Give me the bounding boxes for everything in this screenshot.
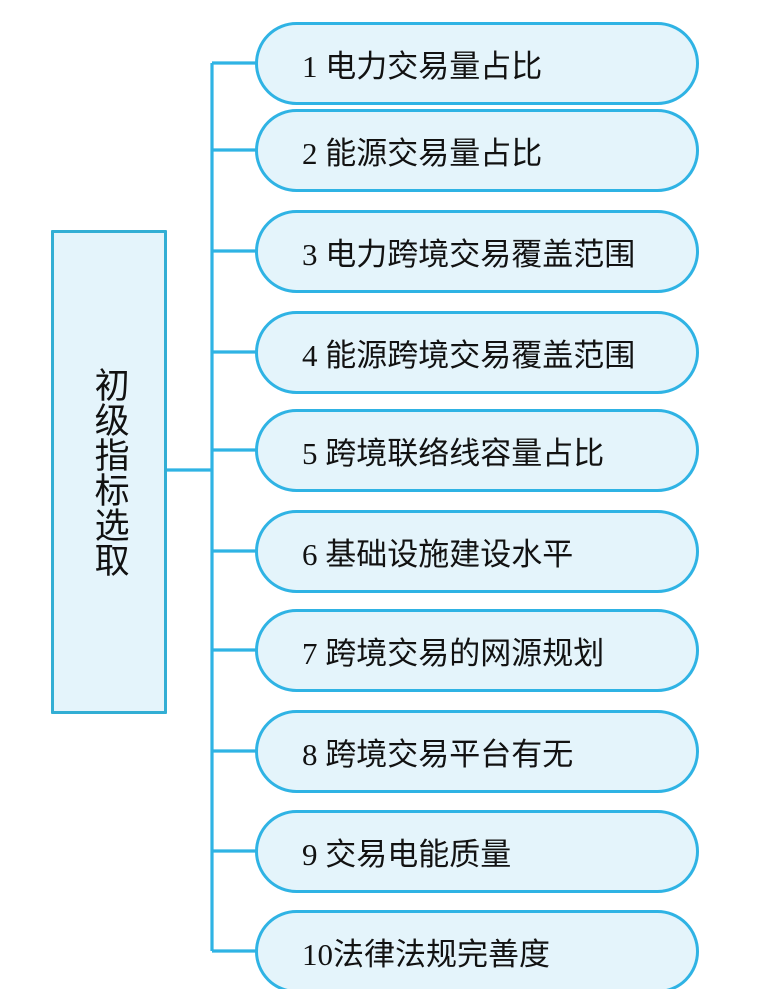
leaf-node-8[interactable]: 8 跨境交易平台有无 [255, 710, 699, 793]
leaf-node-2[interactable]: 2 能源交易量占比 [255, 109, 699, 192]
leaf-node-label-7: 7 跨境交易的网源规划 [302, 636, 605, 671]
leaf-node-10[interactable]: 10法律法规完善度 [255, 910, 699, 989]
leaf-node-5[interactable]: 5 跨境联络线容量占比 [255, 409, 699, 492]
root-node[interactable]: 初级指标选取 [51, 230, 167, 714]
leaf-node-label-2: 2 能源交易量占比 [302, 136, 543, 171]
leaf-node-7[interactable]: 7 跨境交易的网源规划 [255, 609, 699, 692]
leaf-node-label-3: 3 电力跨境交易覆盖范围 [302, 237, 636, 272]
leaf-node-3[interactable]: 3 电力跨境交易覆盖范围 [255, 210, 699, 293]
leaf-node-6[interactable]: 6 基础设施建设水平 [255, 510, 699, 593]
leaf-node-label-5: 5 跨境联络线容量占比 [302, 436, 605, 471]
leaf-node-label-8: 8 跨境交易平台有无 [302, 737, 574, 772]
leaf-node-label-4: 4 能源跨境交易覆盖范围 [302, 338, 636, 373]
leaf-node-label-9: 9 交易电能质量 [302, 837, 512, 872]
leaf-node-label-1: 1 电力交易量占比 [302, 49, 543, 84]
leaf-node-9[interactable]: 9 交易电能质量 [255, 810, 699, 893]
root-node-label: 初级指标选取 [89, 367, 129, 577]
leaf-node-4[interactable]: 4 能源跨境交易覆盖范围 [255, 311, 699, 394]
leaf-node-1[interactable]: 1 电力交易量占比 [255, 22, 699, 105]
leaf-node-label-10: 10法律法规完善度 [302, 937, 550, 972]
leaf-node-label-6: 6 基础设施建设水平 [302, 537, 574, 572]
